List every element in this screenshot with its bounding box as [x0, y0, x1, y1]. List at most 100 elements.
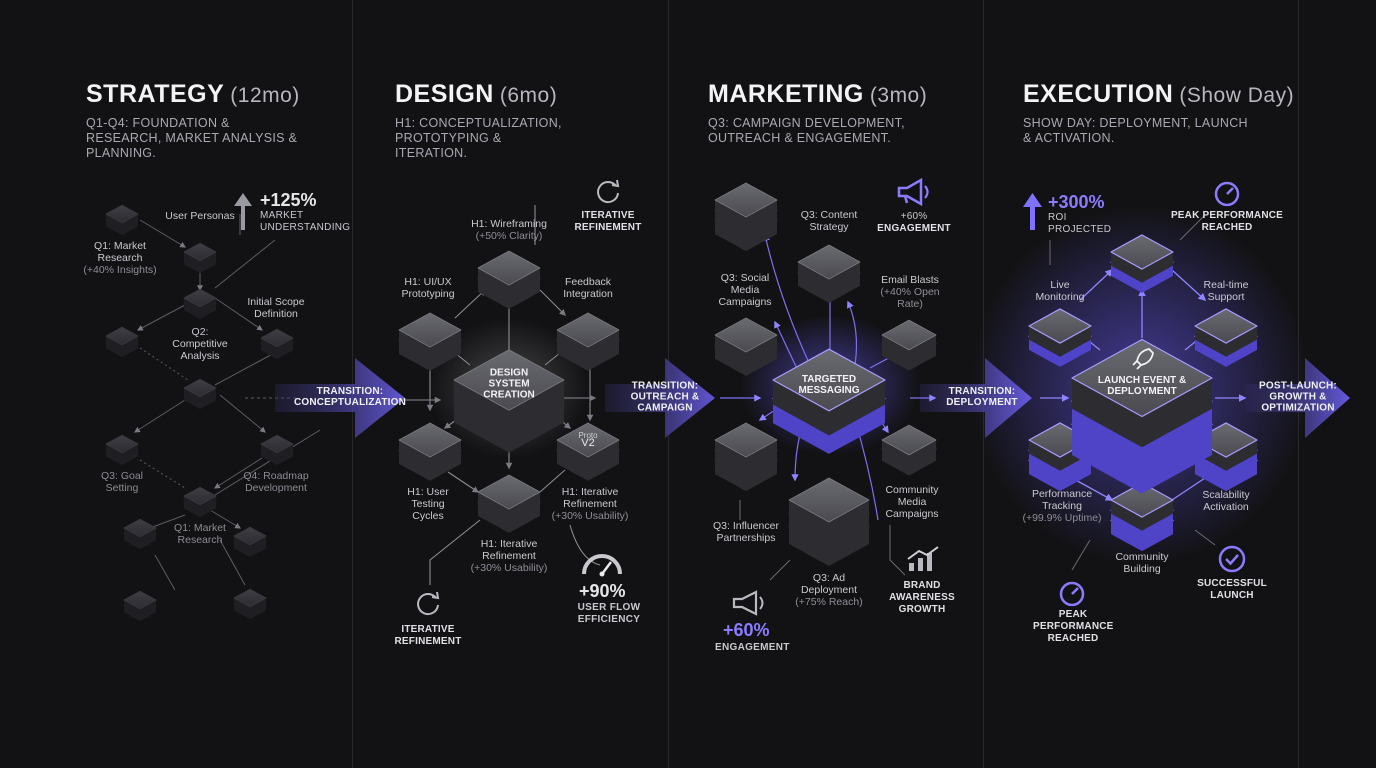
label-user-testing: H1: User Testing Cycles — [407, 486, 449, 522]
growth-chart-icon — [907, 546, 939, 571]
tile-stack — [788, 477, 870, 566]
execution-stat-value: +300% — [1048, 192, 1105, 212]
label-community-building: Community Building — [1115, 551, 1169, 575]
label-initial-scope: Initial Scope Definition — [247, 296, 305, 320]
tile-stack — [398, 312, 462, 371]
phase-title-strategy: STRATEGY(12mo) — [86, 80, 300, 108]
transition-arrow-1 — [275, 358, 405, 438]
tile-stack — [714, 422, 778, 492]
tile-stack — [714, 317, 778, 376]
label-roadmap: Q4: Roadmap Development — [243, 470, 309, 494]
tile-stack — [105, 434, 139, 466]
label-engagement-top: +60% ENGAGEMENT — [877, 211, 951, 234]
marketing-connectors-dim — [739, 500, 906, 581]
tile-stack — [260, 328, 294, 360]
label-uiux: H1: UI/UX Prototyping — [401, 276, 455, 300]
tile-stack — [1028, 308, 1092, 367]
tile-stack — [398, 422, 462, 481]
design-hub-label: DESIGN SYSTEM CREATION — [483, 367, 535, 401]
label-iterative-bottom: ITERATIVE REFINEMENT — [394, 624, 462, 647]
tile-stack — [123, 590, 157, 622]
tile-stack — [123, 518, 157, 550]
transition-arrow-2 — [605, 358, 715, 438]
tile-stack — [183, 486, 217, 518]
label-wireframing: H1: Wireframing (+50% Clarity) — [471, 218, 547, 242]
tile-stack — [233, 526, 267, 558]
marketing-hub-label: TARGETED MESSAGING — [798, 374, 860, 396]
label-ad-deployment: Q3: Ad Deployment (+75% Reach) — [795, 572, 863, 608]
megaphone-icon — [732, 590, 764, 616]
phase-subtitle-design: H1: CONCEPTUALIZATION, PROTOTYPING & ITE… — [395, 116, 562, 160]
tile-stack — [714, 182, 778, 252]
marketing-stat-value: +60% — [723, 620, 770, 640]
megaphone-icon — [897, 177, 929, 207]
phase-title-design: DESIGN(6mo) — [395, 80, 558, 108]
label-competitive: Q2: Competitive Analysis — [172, 326, 228, 362]
label-market-research: Q1: Market Research (+40% Insights) — [83, 240, 157, 276]
transition-label-4: POST-LAUNCH: GROWTH & OPTIMIZATION — [1259, 380, 1337, 414]
tile-stack — [105, 204, 139, 236]
tile-stack — [881, 424, 937, 476]
tile-stack — [183, 378, 217, 410]
tile-stack — [881, 319, 937, 371]
transition-label-2: TRANSITION: OUTREACH & CAMPAIGN — [630, 380, 700, 414]
tile-stack — [183, 288, 217, 320]
label-influencer: Q3: Influencer Partnerships — [713, 520, 779, 544]
tile-stack — [1194, 308, 1258, 367]
label-scalability: Scalability Activation — [1202, 489, 1250, 513]
label-v2: V2 — [581, 437, 595, 449]
label-social-media: Q3: Social Media Campaigns — [718, 272, 772, 308]
tile-stack — [1110, 234, 1174, 293]
label-successful-launch: SUCCESSFUL LAUNCH — [1197, 578, 1267, 601]
label-peak-bottom: PEAK PERFORMANCE REACHED — [1033, 609, 1114, 644]
tile-stack — [556, 312, 620, 371]
tile-stack — [1110, 482, 1174, 552]
strategy-stat-label: MARKET UNDERSTANDING — [260, 210, 351, 233]
gauge-icon — [1059, 581, 1085, 606]
gauge-icon — [1214, 181, 1240, 206]
tile-stack — [260, 434, 294, 466]
label-live-monitoring: Live Monitoring — [1035, 279, 1085, 303]
transition-arrow-4 — [1245, 358, 1350, 438]
rocket-icon — [1132, 348, 1154, 370]
refresh-icon — [597, 179, 620, 204]
tile-stack — [233, 588, 267, 620]
refresh-icon — [417, 591, 440, 616]
tile-stack — [556, 422, 620, 481]
tile-stack — [105, 326, 139, 358]
label-market-research-2: Q1: Market Research — [174, 522, 226, 546]
strategy-up-arrow — [234, 193, 252, 230]
label-peak-top: PEAK PERFORMANCE REACHED — [1170, 210, 1284, 233]
label-community-media: Community Media Campaigns — [885, 484, 939, 520]
tile-stack — [772, 348, 886, 454]
label-goal-setting: Q3: Goal Setting — [100, 470, 144, 494]
tile-stack — [453, 349, 565, 453]
marketing-stat-label: ENGAGEMENT — [715, 642, 790, 653]
design-stat-value: +90% — [579, 581, 626, 601]
tile-stack — [183, 242, 217, 274]
strategy-connectors — [133, 214, 321, 591]
phase-subtitle-strategy: Q1-Q4: FOUNDATION & RESEARCH, MARKET ANA… — [86, 116, 298, 160]
check-circle-icon — [1218, 545, 1246, 573]
tile-stack — [477, 250, 541, 309]
label-iterative-mid: H1: Iterative Refinement (+30% Usability… — [551, 486, 629, 522]
label-brand-awareness: BRAND AWARENESS GROWTH — [889, 580, 955, 615]
transition-arrow-3 — [920, 358, 1032, 438]
execution-connectors-dim — [1049, 214, 1216, 571]
execution-stat-label: ROI PROJECTED — [1048, 212, 1112, 235]
label-user-personas: User Personas — [165, 210, 235, 222]
label-feedback: Feedback Integration — [563, 276, 613, 300]
gauge-icon — [582, 554, 622, 577]
phase-subtitle-execution: SHOW DAY: DEPLOYMENT, LAUNCH & ACTIVATIO… — [1023, 116, 1248, 145]
design-stat-label: USER FLOW EFFICIENCY — [577, 602, 641, 625]
label-email-blasts: Email Blasts (+40% Open Rate) — [880, 274, 940, 310]
phase-subtitle-marketing: Q3: CAMPAIGN DEVELOPMENT, OUTREACH & ENG… — [708, 116, 905, 145]
label-iterative-low: H1: Iterative Refinement (+30% Usability… — [470, 538, 548, 574]
transition-label-3: TRANSITION: DEPLOYMENT — [946, 386, 1018, 408]
execution-hub-label: LAUNCH EVENT & DEPLOYMENT — [1097, 375, 1187, 397]
phase-title-execution: EXECUTION(Show Day) — [1023, 80, 1295, 108]
label-performance-tracking: Performance Tracking (+99.9% Uptime) — [1022, 488, 1102, 524]
tile-stack — [1071, 338, 1213, 494]
tile-stack — [477, 474, 541, 533]
